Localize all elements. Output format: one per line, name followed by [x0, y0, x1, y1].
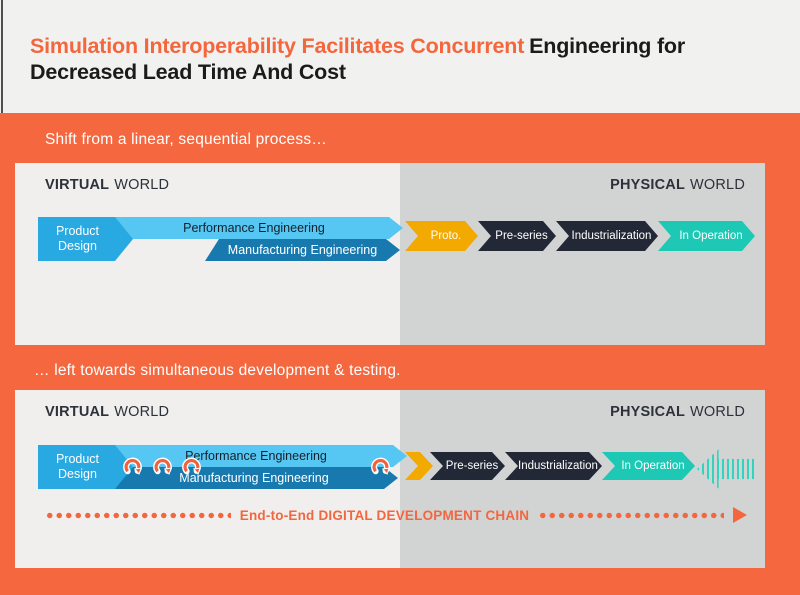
stage-in-operation: In Operation: [658, 221, 755, 251]
title-highlight: Simulation Interoperability Facilitates …: [30, 34, 525, 58]
title-rest-line2: Decreased Lead Time And Cost: [30, 60, 346, 84]
digital-development-chain: End-to-End DIGITAL DEVELOPMENT CHAIN: [45, 506, 747, 524]
stage-proto: Proto.: [405, 221, 478, 251]
slide-header: Simulation Interoperability Facilitates …: [0, 0, 800, 113]
product-design-arrow: Product Design: [38, 217, 133, 261]
dotted-line-right: [538, 511, 724, 519]
performance-engineering-band: Performance Engineering: [105, 217, 403, 239]
sync-arrow-icon: [182, 457, 202, 475]
stage-industrialization: Industrialization: [556, 221, 658, 251]
panel2-subtitle: … left towards simultaneous development …: [34, 362, 401, 379]
dotted-line-left: [45, 511, 231, 519]
manufacturing-engineering-band: Manufacturing Engineering: [205, 239, 400, 261]
sync-arrow-icon: [123, 457, 143, 475]
sync-arrow-icon: [371, 457, 391, 475]
panel1-subtitle: Shift from a linear, sequential process…: [45, 131, 327, 148]
title-rest-line1: Engineering for: [529, 34, 686, 58]
physical-world-area: [400, 163, 765, 345]
left-edge-line: [1, 0, 3, 113]
product-design-arrow: Product Design: [38, 445, 133, 489]
manufacturing-engineering-band: Manufacturing Engineering: [110, 467, 398, 489]
stage-in-operation: In Operation: [602, 452, 695, 480]
chain-arrowhead-icon: [733, 507, 747, 523]
stage-industrialization: Industrialization: [505, 452, 602, 480]
chain-label: End-to-End DIGITAL DEVELOPMENT CHAIN: [239, 507, 530, 523]
slide-title: Simulation Interoperability Facilitates …: [30, 33, 760, 85]
sync-arrow-icon: [153, 457, 173, 475]
performance-engineering-band: Performance Engineering: [105, 445, 407, 467]
stage-pre-series: Pre-series: [478, 221, 556, 251]
